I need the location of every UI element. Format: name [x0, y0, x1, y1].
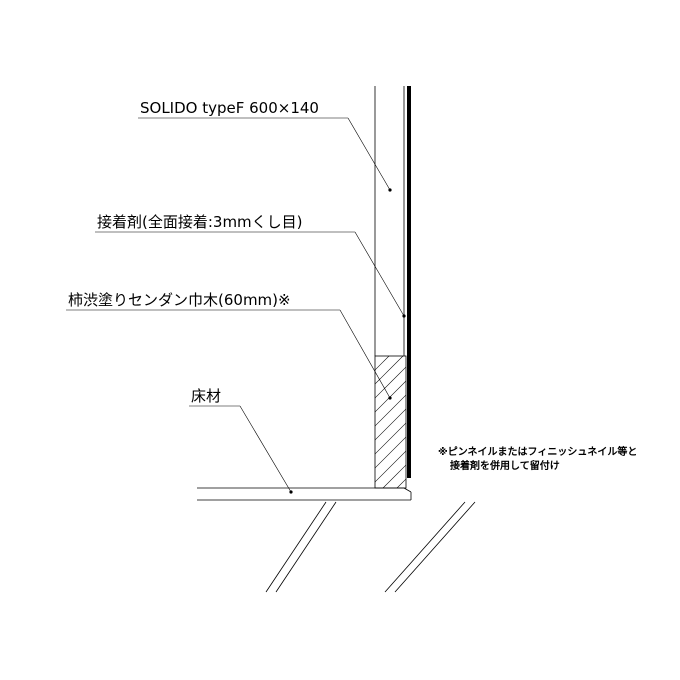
- label-skirting: 柿渋塗りセンダン巾木(60mm)※: [68, 291, 291, 309]
- floor-material: [197, 487, 412, 501]
- note-line-2: 接着剤を併用して留付け: [450, 459, 560, 472]
- wall-panel: [374, 86, 405, 356]
- leader-panel: [138, 117, 392, 192]
- label-adhesive: 接着剤(全面接着:3mmくし目): [97, 213, 303, 231]
- structural-wall: [407, 86, 411, 478]
- leader-adhesive: [95, 231, 406, 318]
- label-floor: 床材: [191, 387, 221, 405]
- leader-floor: [189, 405, 293, 494]
- note-line-1: ※ピンネイルまたはフィニッシュネイル等と: [438, 445, 637, 458]
- leader-skirting: [66, 309, 392, 400]
- subfloor-hatch: [265, 501, 476, 593]
- label-panel: SOLIDO typeF 600×140: [140, 99, 319, 117]
